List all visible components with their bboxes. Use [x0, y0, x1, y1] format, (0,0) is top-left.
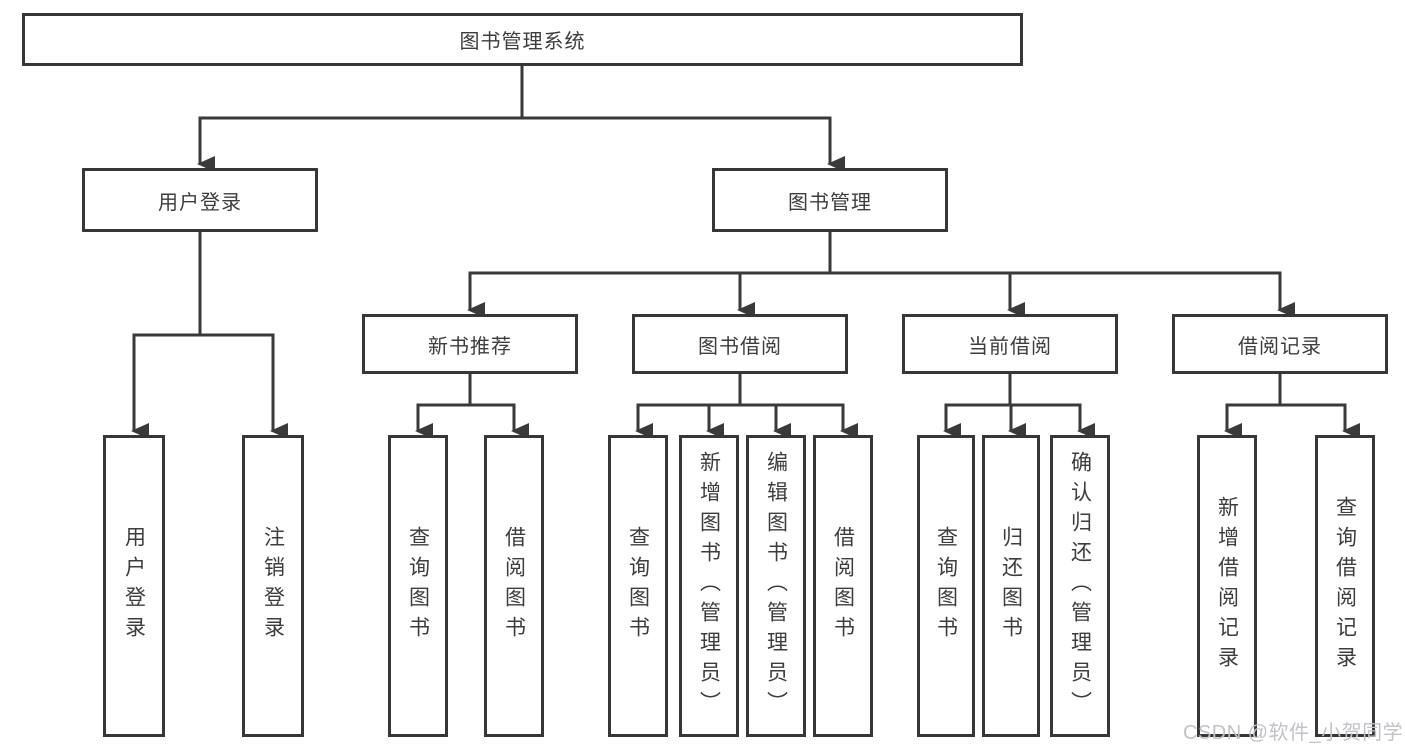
leaf-label: 借阅图书	[831, 526, 855, 646]
leaf-cb-return-books: 归还图书	[982, 435, 1040, 737]
connector-userlogin-bar	[132, 232, 275, 337]
leaf-label: 新增图书（管理员）	[697, 451, 721, 721]
leaf-label: 归还图书	[999, 526, 1023, 646]
leaf-label: 查询图书	[626, 526, 650, 646]
leaf-bb-query-books: 查询图书	[608, 435, 668, 737]
leaf-bb-borrow-books: 借阅图书	[813, 435, 873, 737]
connector-borrowrecords-bar	[1225, 374, 1347, 407]
leaf-br-query-record: 查询借阅记录	[1315, 435, 1375, 737]
connector-bookmgmt-bar	[468, 232, 1282, 275]
leaf-label: 注销登录	[261, 526, 285, 646]
leaf-label: 查询图书	[406, 526, 430, 646]
node-user-login: 用户登录	[82, 168, 318, 232]
leaf-cb-query-books: 查询图书	[917, 435, 975, 737]
watermark: CSDN @软件_小贺同学	[1183, 722, 1404, 744]
node-new-book-recommend: 新书推荐	[362, 314, 578, 374]
leaf-cb-confirm-return-admin: 确认归还（管理员）	[1050, 435, 1110, 737]
leaf-bb-add-books-admin: 新增图书（管理员）	[679, 435, 739, 737]
leaf-nb-borrow-books: 借阅图书	[484, 435, 544, 737]
node-borrow-records: 借阅记录	[1172, 314, 1388, 374]
connector-root-bar	[198, 66, 832, 120]
leaf-label: 确认归还（管理员）	[1068, 451, 1092, 721]
leaf-bb-edit-books-admin: 编辑图书（管理员）	[746, 435, 806, 737]
connector-currentborrow-bar	[944, 374, 1082, 407]
leaf-logout-login: 注销登录	[242, 435, 304, 737]
node-root: 图书管理系统	[22, 13, 1023, 66]
leaf-user-login: 用户登录	[103, 435, 165, 737]
node-current-borrow: 当前借阅	[902, 314, 1118, 374]
leaf-label: 查询图书	[934, 526, 958, 646]
node-book-borrow: 图书借阅	[632, 314, 848, 374]
leaf-nb-query-books: 查询图书	[388, 435, 448, 737]
leaf-br-add-record: 新增借阅记录	[1197, 435, 1257, 737]
leaf-label: 编辑图书（管理员）	[764, 451, 788, 721]
leaf-label: 新增借阅记录	[1215, 496, 1239, 676]
leaf-label: 用户登录	[122, 526, 146, 646]
leaf-label: 借阅图书	[502, 526, 526, 646]
connector-bookborrow-bar	[636, 374, 845, 407]
connector-newbook-bar	[416, 374, 516, 407]
node-book-management: 图书管理	[712, 168, 948, 232]
leaf-label: 查询借阅记录	[1333, 496, 1357, 676]
